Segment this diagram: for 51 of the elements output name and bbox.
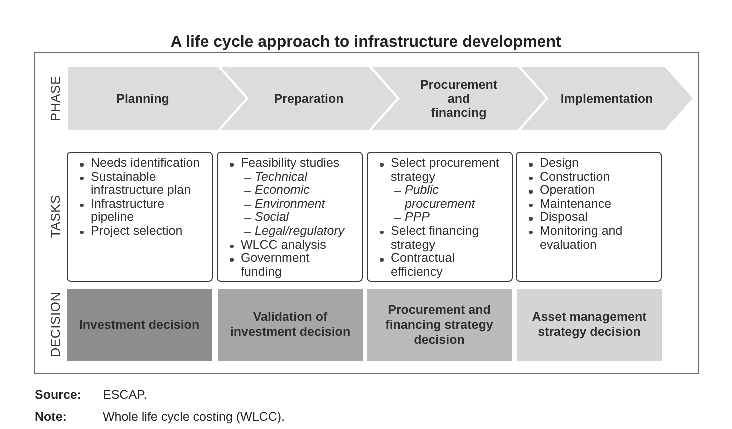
task-item: Operation — [528, 184, 595, 198]
task-item: Monitoring and evaluation — [528, 224, 650, 252]
phase-label: Implementation — [560, 92, 654, 106]
task-item: Disposal — [528, 211, 588, 225]
phase-label: Preparation — [274, 92, 344, 106]
sub-task-item: Legal/regulatory — [244, 224, 345, 239]
phase-label: Planning — [116, 92, 170, 106]
task-box — [367, 152, 513, 282]
task-box — [67, 152, 213, 282]
decision-box — [367, 289, 512, 361]
task-item: Project selection — [79, 224, 183, 239]
phase-banner — [68, 67, 246, 130]
task-item: Contractual efficiency — [379, 252, 501, 280]
task-item: Infrastructure pipeline — [79, 198, 201, 225]
task-item: Select procurement strategy — [379, 157, 501, 184]
task-item: Feasibility studies — [229, 157, 340, 171]
sub-task-item: Social — [244, 211, 290, 225]
row-label: PHASE — [48, 76, 62, 122]
decision-label: Validation of investment decision — [229, 310, 352, 340]
task-box — [516, 152, 662, 282]
decision-box — [517, 289, 662, 361]
source-label: Source: — [35, 388, 82, 403]
task-item: Government funding — [229, 252, 351, 280]
task-item: Sustainable infrastructure plan — [79, 170, 201, 198]
task-item: WLCC analysis — [229, 238, 326, 252]
row-label: DECISION — [48, 292, 62, 358]
decision-label: Procurement and financing strategy decision — [384, 302, 494, 348]
phase-banner — [372, 67, 546, 130]
phase-label: Procurement and financing — [419, 78, 499, 120]
sub-task-item: Public procurement — [394, 184, 504, 212]
phase-banner — [221, 67, 397, 130]
diagram-title: A life cycle approach to infrastructure development — [170, 34, 562, 52]
task-box — [217, 152, 363, 282]
sub-task-item: PPP — [394, 211, 430, 225]
phase-banner — [521, 67, 693, 130]
decision-box — [218, 289, 363, 361]
sub-task-item: Economic — [244, 184, 310, 198]
task-item: Select financing strategy — [379, 224, 501, 252]
task-item: Construction — [528, 170, 610, 184]
decision-box — [67, 289, 212, 361]
decision-label: Investment decision — [79, 318, 200, 332]
decision-label: Asset management strategy decision — [531, 310, 648, 340]
task-item: Design — [528, 157, 579, 171]
row-label: TASKS — [48, 195, 62, 239]
sub-task-item: Environment — [244, 198, 326, 212]
task-item: Needs identification — [79, 157, 200, 171]
sub-task-item: Technical — [244, 170, 308, 184]
task-item: Maintenance — [528, 198, 612, 212]
note-label: Note: — [35, 410, 67, 425]
note-text: Whole life cycle costing (WLCC). — [103, 410, 285, 425]
source-text: ESCAP. — [103, 388, 148, 403]
